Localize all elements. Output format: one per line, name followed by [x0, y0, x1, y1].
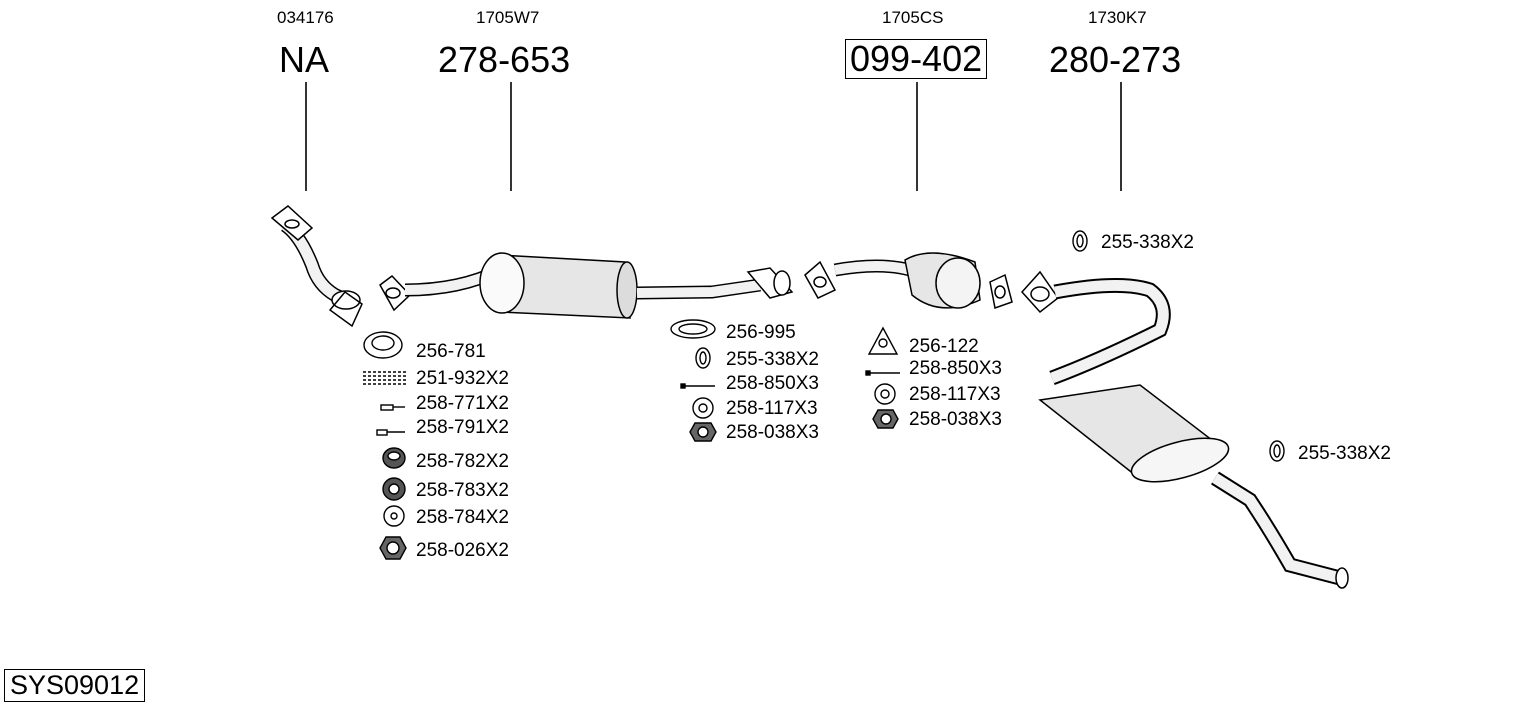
hex-nut-icon: [379, 536, 407, 560]
part-label: 258-783X2: [416, 480, 509, 501]
long-bolt-icon: [680, 383, 715, 389]
oem-number: 034176: [277, 8, 334, 27]
rubber-mount-icon: [382, 447, 406, 469]
part-label: 256-781: [416, 341, 486, 362]
part-label: 256-995: [726, 322, 796, 343]
part-label: 258-026X2: [416, 540, 509, 561]
part-label: 251-932X2: [416, 368, 509, 389]
front-pipe: [270, 205, 363, 328]
part-number-099-402-highlighted: 099-402: [845, 39, 988, 79]
part-label: 258-117X3: [726, 398, 818, 419]
part-label: 256-122: [909, 336, 979, 357]
part-label: 258-791X2: [416, 417, 509, 438]
oem-number: 1705W7: [476, 8, 540, 27]
gasket-oval-inner-icon: [678, 323, 708, 335]
part-number-278-653: 278-653: [438, 39, 571, 80]
part-label: 255-338X2: [1101, 232, 1194, 253]
oem-number: 1730K7: [1088, 8, 1147, 27]
part-number-280-273: 280-273: [1049, 39, 1182, 80]
catalytic-converter-099-402: [804, 252, 1013, 309]
mount-ring-icon: [382, 477, 406, 501]
part-label: 258-850X3: [909, 358, 1002, 379]
part-label: 258-850X3: [726, 373, 819, 394]
part-label: 258-784X2: [416, 507, 509, 528]
part-label: 258-038X3: [726, 422, 819, 443]
hex-nut-icon: [872, 409, 899, 429]
part-label: 255-338X2: [1298, 443, 1391, 464]
gasket-ring-inner-icon: [371, 335, 395, 351]
oem-number: 1705CS: [882, 8, 944, 27]
spring-icon: [363, 371, 407, 385]
part-label: 258-038X3: [909, 409, 1002, 430]
part-number-na: NA: [279, 39, 330, 80]
rear-silencer-280-273: [1020, 270, 1349, 589]
rubber-ring-inner-icon: [699, 351, 707, 365]
hex-nut-icon: [689, 422, 717, 442]
bolt-icon: [380, 404, 405, 411]
system-code: SYS09012: [4, 669, 146, 702]
washer-icon: [874, 383, 896, 405]
part-label: 255-338X2: [726, 349, 819, 370]
part-label: 258-117X3: [909, 384, 1001, 405]
long-bolt-icon: [865, 370, 900, 376]
washer-icon: [692, 397, 714, 419]
bolt-long-icon: [376, 429, 405, 436]
middle-silencer-278-653: [379, 252, 794, 319]
part-label: 258-782X2: [416, 451, 509, 472]
washer-icon: [383, 505, 405, 527]
part-label: 258-771X2: [416, 393, 509, 414]
